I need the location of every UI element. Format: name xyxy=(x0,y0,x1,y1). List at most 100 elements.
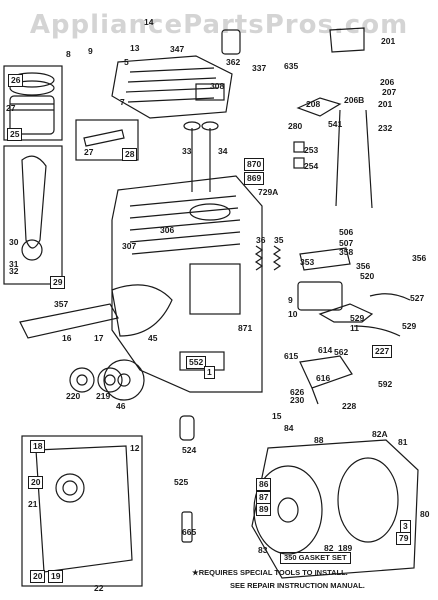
callout-label: 356 xyxy=(356,261,371,271)
spark-plug xyxy=(221,29,241,55)
cam-gear xyxy=(103,359,145,401)
callout-label: 83 xyxy=(258,545,268,555)
callout-label: 19 xyxy=(48,570,64,583)
callout-label: 88 xyxy=(314,435,324,445)
callout-label: 347 xyxy=(170,44,185,54)
callout-label: 529 xyxy=(402,321,417,331)
callout-label: 33 xyxy=(182,146,192,156)
callout-label: 206B xyxy=(344,95,365,105)
callout-label: 871 xyxy=(238,323,253,333)
callout-label: 87 xyxy=(256,491,272,504)
callout-label: 20 xyxy=(30,570,46,583)
callout-label: 207 xyxy=(382,87,397,97)
callout-label: 26 xyxy=(8,74,24,87)
callout-label: 869 xyxy=(244,172,265,185)
callout-label: 82A xyxy=(372,429,388,439)
callout-label: 614 xyxy=(318,345,333,355)
callout-label: 46 xyxy=(116,401,126,411)
callout-label: 9 xyxy=(288,295,293,305)
callout-label: 25 xyxy=(7,128,23,141)
callout-label: 3 xyxy=(400,520,411,533)
callout-label: 525 xyxy=(174,477,189,487)
callout-label: 219 xyxy=(96,391,111,401)
callout-label: 362 xyxy=(226,57,241,67)
callout-label: 29 xyxy=(50,276,66,289)
callout-label: 27 xyxy=(6,103,16,113)
valve-spring xyxy=(254,245,264,271)
callout-label: 81 xyxy=(398,437,408,447)
callout-label: 626 xyxy=(290,387,305,397)
callout-label: 35 xyxy=(274,235,284,245)
callout-label: 358 xyxy=(339,247,354,257)
crankshaft-counterweight xyxy=(111,284,173,337)
callout-label: 232 xyxy=(378,123,393,133)
crankcase-sump xyxy=(35,445,133,573)
callout-label: 356 xyxy=(412,253,427,263)
callout-label: 14 xyxy=(144,17,154,27)
spark-plug-cover xyxy=(329,27,365,53)
callout-label: 21 xyxy=(28,499,38,509)
callout-label: 870 xyxy=(244,158,265,171)
callout-label: 541 xyxy=(328,119,343,129)
callout-label: 337 xyxy=(252,63,267,73)
callout-label: 206 xyxy=(380,77,395,87)
callout-label: 8 xyxy=(66,49,71,59)
flywheel xyxy=(253,465,323,555)
callout-label: 1 xyxy=(204,366,215,379)
callout-label: 552 xyxy=(186,356,207,369)
control-bracket xyxy=(299,355,353,389)
callout-label: 507 xyxy=(339,238,354,248)
callout-label: 562 xyxy=(334,347,349,357)
callout-label: 616 xyxy=(316,373,331,383)
callout-label: 201 xyxy=(378,99,393,109)
callout-label: 34 xyxy=(218,146,228,156)
callout-label: 80 xyxy=(420,509,430,519)
governor-bracket xyxy=(296,97,342,117)
wrist-pin-box xyxy=(75,119,139,161)
fuel-fitting xyxy=(179,415,195,441)
gear-219 xyxy=(97,367,123,393)
callout-label: 615 xyxy=(284,351,299,361)
callout-label: 306 xyxy=(160,225,175,235)
callout-label: 529 xyxy=(350,313,365,323)
callout-label: 254 xyxy=(304,161,319,171)
callout-label: 665 xyxy=(182,527,197,537)
breather-tube xyxy=(369,293,411,301)
callout-label: 30 xyxy=(9,237,19,247)
callout-label: 10 xyxy=(288,309,298,319)
callout-label: 280 xyxy=(288,121,303,131)
engine-block xyxy=(111,175,263,393)
cylinder-head xyxy=(111,55,233,119)
callout-label: 20 xyxy=(28,476,44,489)
callout-label: 32 xyxy=(9,266,19,276)
callout-label: 13 xyxy=(130,43,140,53)
callout-label: 11 xyxy=(350,323,359,333)
callout-label: 86 xyxy=(256,478,272,491)
governor-rod xyxy=(335,109,341,207)
callout-label: 189 xyxy=(338,543,353,553)
gear-220 xyxy=(69,367,95,393)
oil-seal xyxy=(55,473,85,503)
callout-label: 729A xyxy=(258,187,279,197)
callout-label: 527 xyxy=(410,293,425,303)
callout-label: 308 xyxy=(210,81,225,91)
callout-label: 5 xyxy=(124,57,129,67)
callout-label: 89 xyxy=(256,503,272,516)
callout-label: 208 xyxy=(306,99,321,109)
crankshaft-shaft xyxy=(19,303,119,339)
piston xyxy=(9,95,55,135)
callout-label: 16 xyxy=(62,333,72,343)
callout-label: 17 xyxy=(94,333,104,343)
connecting-rod-box xyxy=(3,145,63,285)
callout-label: 520 xyxy=(360,271,375,281)
callout-label: 82 xyxy=(324,543,334,553)
callout-label: 228 xyxy=(342,401,357,411)
callout-label: 9 xyxy=(88,46,93,56)
repair-manual-note: SEE REPAIR INSTRUCTION MANUAL. xyxy=(230,581,365,590)
gasket-set-note: 350 GASKET SET xyxy=(280,552,351,564)
callout-label: 84 xyxy=(284,423,294,433)
callout-label: 227 xyxy=(372,345,393,358)
callout-label: 28 xyxy=(122,148,138,161)
callout-label: 27 xyxy=(84,147,94,157)
